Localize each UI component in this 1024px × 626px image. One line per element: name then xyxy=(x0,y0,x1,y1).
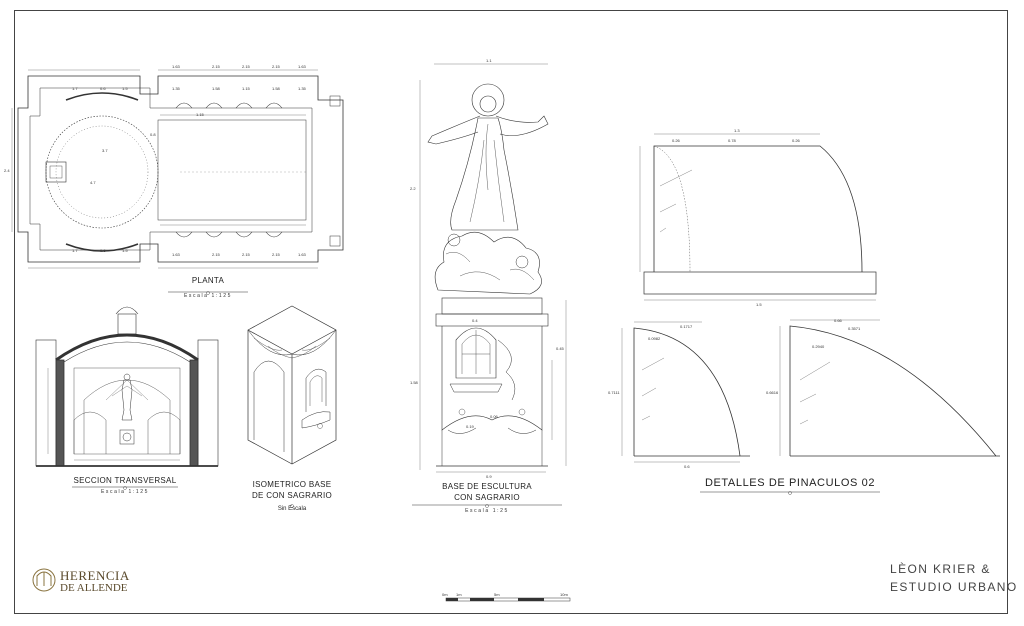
sculpture-base-drawing xyxy=(419,63,567,473)
pinnacle-detail-b xyxy=(621,321,750,463)
planta-scale: Escala 1:125 xyxy=(183,293,233,299)
pinnacle-detail-a xyxy=(639,133,877,301)
dim-escultura-base-width: 0.9 xyxy=(486,474,492,479)
isometrico-title-line1: ISOMETRICO BASE xyxy=(252,480,332,489)
firm-line1: LÈON KRIER & xyxy=(890,562,991,576)
scale-bar-label-5: 5m xyxy=(494,592,500,597)
dim-pinaculo-b-width: 0.6 xyxy=(684,464,690,469)
dim-escultura-base-height: 1.58 xyxy=(410,380,418,385)
dim-planta-bottom-2: 0.6 xyxy=(100,248,106,253)
dim-pinaculo-a-left: 0.26 xyxy=(672,138,680,143)
isometric-drawing xyxy=(247,305,337,465)
dim-planta-inner-5: 1.35 xyxy=(298,86,306,91)
dim-planta-inner-4: 1.58 xyxy=(272,86,280,91)
dim-planta-inner-2: 1.58 xyxy=(212,86,220,91)
dim-planta-misc-5: 1.15 xyxy=(196,112,204,117)
dim-escultura-side: 0.45 xyxy=(556,346,564,351)
firm-line2: ESTUDIO URBANO xyxy=(890,580,1018,594)
dim-planta-misc-3: 0.8 xyxy=(150,132,156,137)
dim-planta-bottom-4: 1.63 xyxy=(172,252,180,257)
dim-pinaculo-c-1: 0.3571 xyxy=(848,326,861,331)
dim-escultura-width: 1.1 xyxy=(486,58,492,63)
dim-planta-bottom-1: 1.7 xyxy=(72,248,78,253)
dim-planta-misc-4: 2.4 xyxy=(4,168,10,173)
floor-plan-drawing xyxy=(11,69,344,269)
seccion-title: SECCION TRANSVERSAL xyxy=(73,476,177,485)
dim-planta-top-4: 2.15 xyxy=(272,64,280,69)
dim-planta-top-7: 0.6 xyxy=(100,86,106,91)
base-escultura-scale: Escala 1:25 xyxy=(465,508,509,514)
dim-pinaculo-a-width: 1.3 xyxy=(734,128,740,133)
dim-pinaculo-c-3: 0.6616 xyxy=(766,390,779,395)
dim-planta-bottom-5: 2.15 xyxy=(212,252,220,257)
dim-escultura-height: 2.2 xyxy=(410,186,416,191)
dim-pinaculo-a-right: 0.26 xyxy=(792,138,800,143)
dim-pinaculo-c-2: 0.2940 xyxy=(812,344,825,349)
pinaculos-title: DETALLES DE PINACULOS 02 xyxy=(704,477,876,489)
scale-bar-label-0: 0m xyxy=(442,592,448,597)
dim-planta-inner-1: 1.35 xyxy=(172,86,180,91)
dim-planta-misc-1: 3.7 xyxy=(102,148,108,153)
base-escultura-title-line2: CON SAGRARIO xyxy=(454,493,520,502)
dim-escultura-niche: 0.19 xyxy=(466,424,474,429)
base-escultura-title-line1: BASE DE ESCULTURA xyxy=(442,482,532,491)
cross-section-drawing xyxy=(35,306,219,467)
pinnacle-detail-c xyxy=(779,319,1000,457)
seccion-scale: Escala 1:125 xyxy=(100,489,150,495)
dim-planta-inner-3: 1.15 xyxy=(242,86,250,91)
dim-planta-top-5: 1.63 xyxy=(298,64,306,69)
logo-line2: DE ALLENDE xyxy=(60,582,128,594)
dim-planta-misc-2: 4.7 xyxy=(90,180,96,185)
isometrico-scale: Sin Escala xyxy=(277,506,307,512)
scale-bar xyxy=(445,597,571,602)
logo-mark xyxy=(32,568,56,592)
dim-pinaculo-b-1: 0.1717 xyxy=(680,324,693,329)
dim-planta-top-3: 2.15 xyxy=(242,64,250,69)
logo-line1: HERENCIA xyxy=(60,568,130,583)
dim-escultura-ledge: 0.06 xyxy=(490,414,498,419)
isometrico-title-line2: DE CON SAGRARIO xyxy=(251,491,333,500)
dim-planta-top-8: 1.5 xyxy=(122,86,128,91)
dim-planta-top-6: 1.7 xyxy=(72,86,78,91)
dim-planta-bottom-3: 1.5 xyxy=(122,248,128,253)
dim-pinaculo-b-2: 0.0982 xyxy=(648,336,661,341)
dim-pinaculo-b-3: 0.7111 xyxy=(608,390,620,395)
dim-pinaculo-a-mid: 0.78 xyxy=(728,138,736,143)
scale-bar-label-10: 10m xyxy=(560,592,568,597)
dim-pinaculo-c-width: 0.66 xyxy=(834,318,842,323)
dim-escultura-window: 0.4 xyxy=(472,318,478,323)
drawing-sheet xyxy=(14,10,1008,614)
scale-bar-label-1: 1m xyxy=(456,592,462,597)
dim-pinaculo-a-base: 1.5 xyxy=(756,302,762,307)
dim-planta-bottom-8: 1.63 xyxy=(298,252,306,257)
dim-planta-bottom-6: 2.15 xyxy=(242,252,250,257)
dim-planta-top-1: 1.63 xyxy=(172,64,180,69)
dim-planta-bottom-7: 2.15 xyxy=(272,252,280,257)
dim-planta-top-2: 2.15 xyxy=(212,64,220,69)
planta-title: PLANTA xyxy=(191,276,225,285)
